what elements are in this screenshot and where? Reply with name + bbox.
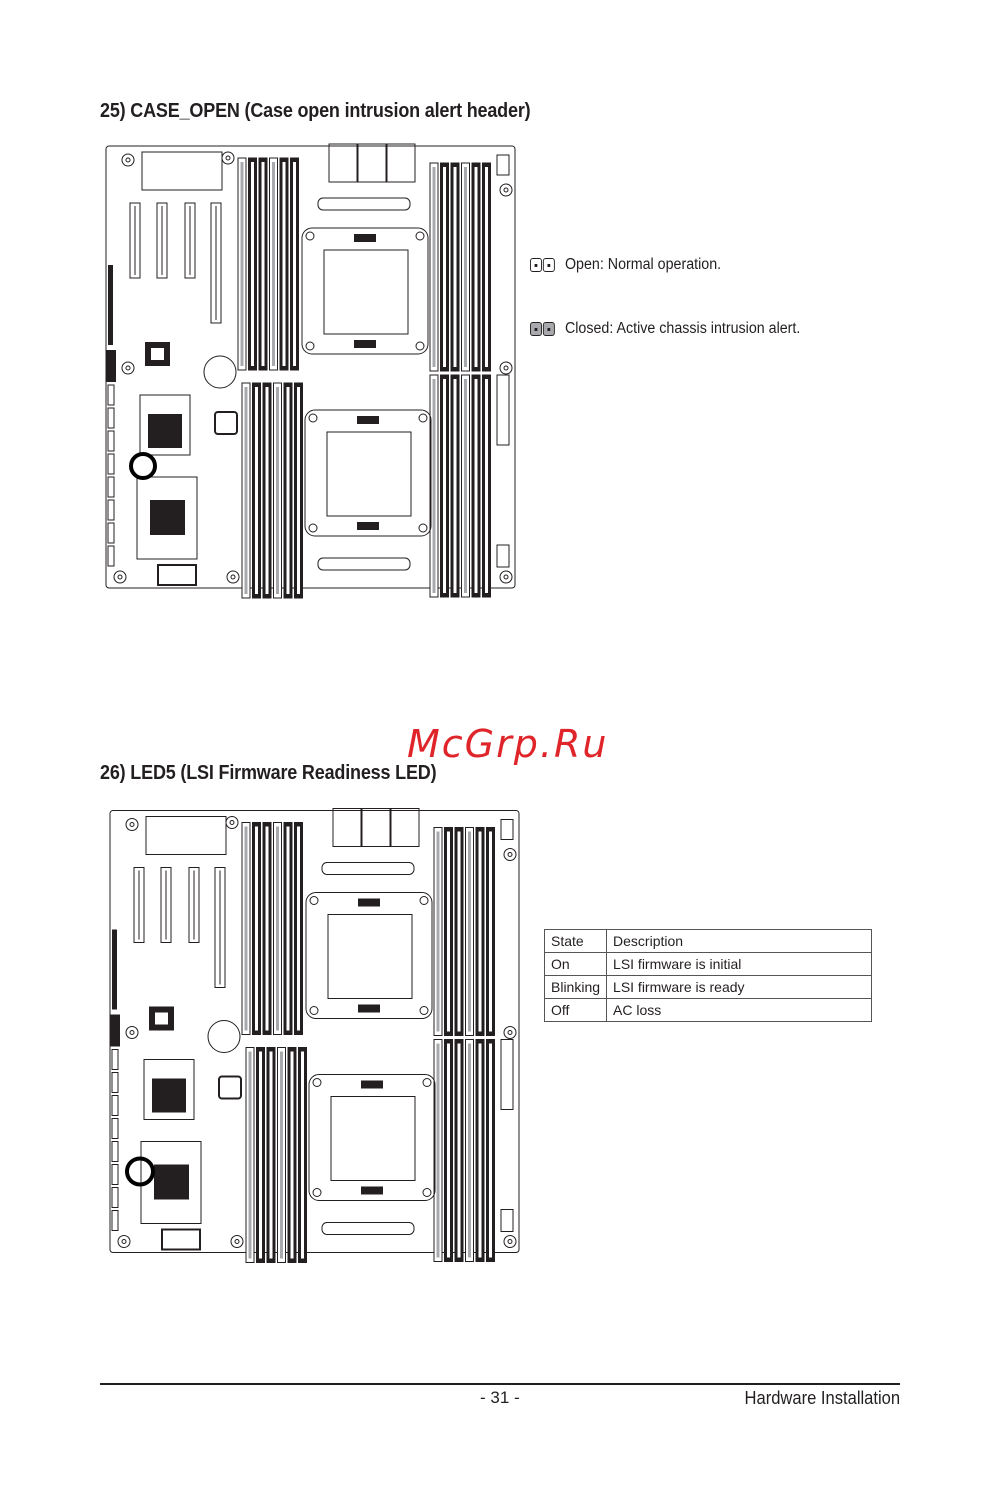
watermark: McGrp.Ru	[407, 722, 609, 766]
legend-closed-text: Closed: Active chassis intrusion alert.	[564, 320, 801, 337]
cell-state: On	[543, 952, 608, 976]
header-description: Description	[606, 929, 872, 953]
header-state: State	[543, 929, 608, 953]
led5-highlight	[125, 1156, 155, 1187]
motherboard-diagram-led5	[109, 808, 520, 1263]
section-25-heading: 25) CASE_OPEN (Case open intrusion alert…	[100, 100, 531, 122]
legend-closed: Closed: Active chassis intrusion alert.	[530, 320, 800, 338]
page-number: - 31 -	[480, 1388, 520, 1407]
cell-state: Off	[543, 998, 608, 1022]
jumper-closed-icon	[530, 322, 555, 336]
legend-open: Open: Normal operation.	[530, 256, 721, 274]
case-open-highlight	[129, 452, 157, 480]
cell-description: LSI firmware is ready	[606, 975, 872, 999]
cell-description: LSI firmware is initial	[606, 952, 872, 976]
footer-rule	[100, 1383, 900, 1385]
motherboard-diagram-case-open	[105, 143, 516, 599]
legend-open-text: Open: Normal operation.	[564, 256, 722, 273]
jumper-open-icon	[530, 258, 555, 272]
cell-description: AC loss	[606, 998, 872, 1022]
cell-state: Blinking	[543, 975, 608, 999]
section-26-heading: 26) LED5 (LSI Firmware Readiness LED)	[100, 762, 437, 784]
footer-section: Hardware Installation	[744, 1388, 900, 1408]
